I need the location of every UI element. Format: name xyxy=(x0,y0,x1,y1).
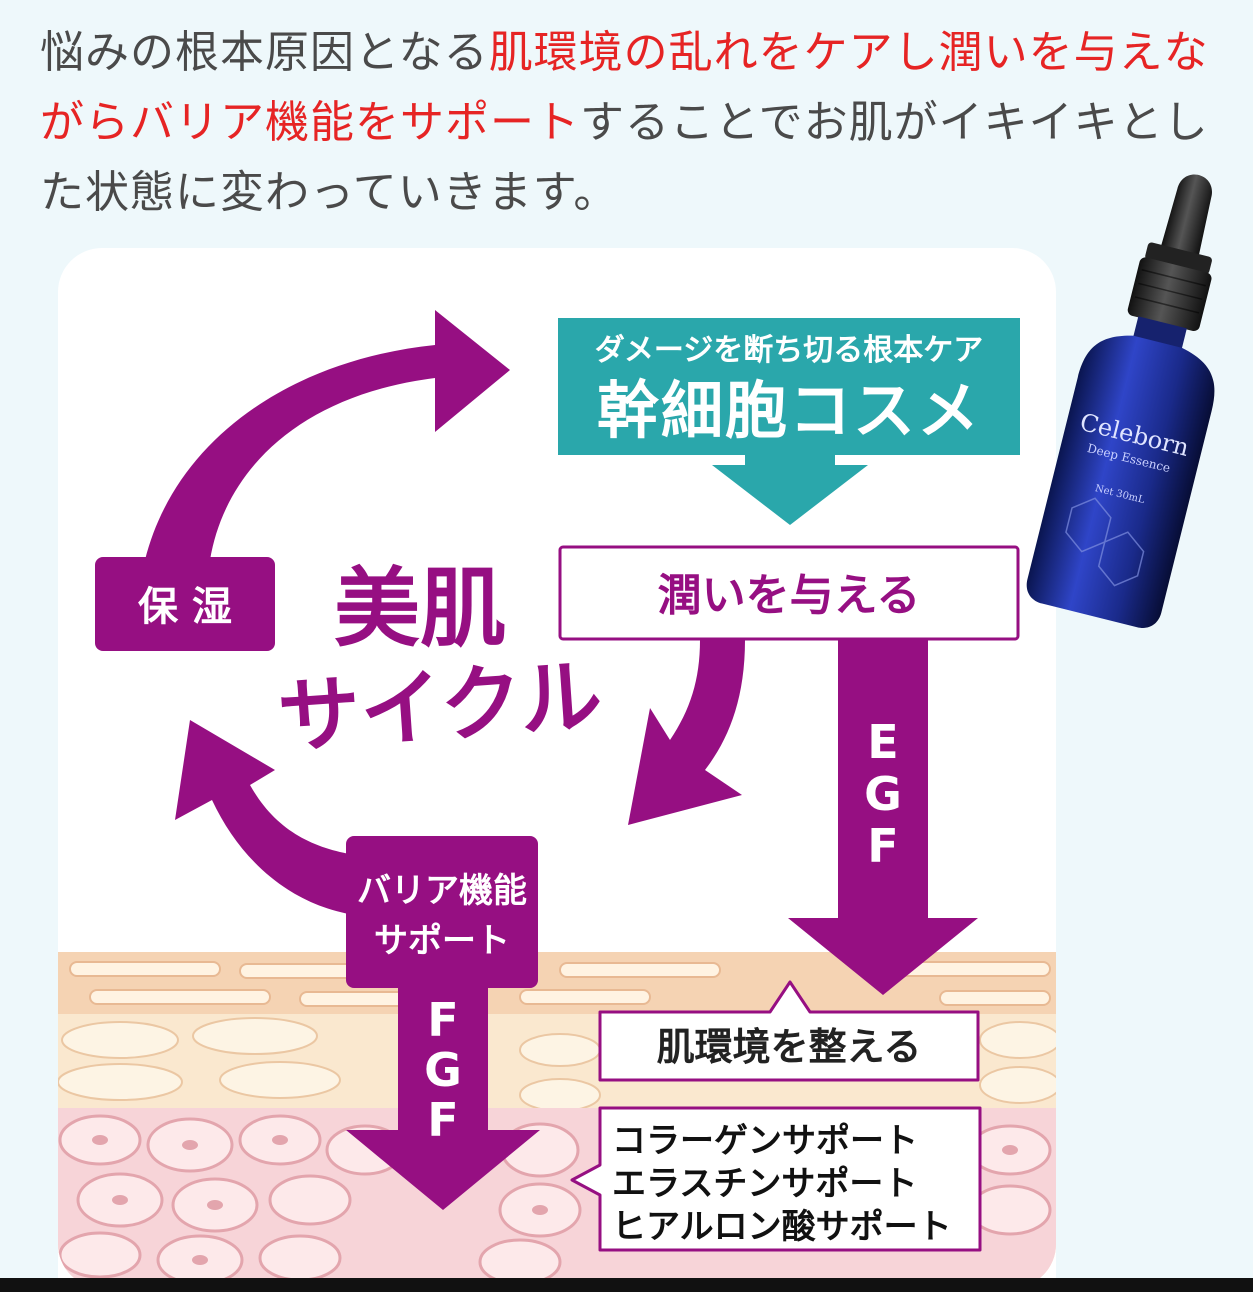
fgf-letter: G xyxy=(424,1043,462,1097)
intro-segment-1: 悩みの根本原因となる xyxy=(40,27,489,78)
egf-label: E G F xyxy=(864,715,902,873)
support-line: エラスチンサポート xyxy=(612,1164,917,1204)
skin-environment-callout: 肌環境を整える xyxy=(598,980,980,1082)
cycle-title-cycle: サイクル xyxy=(275,649,605,766)
support-line: コラーゲンサポート xyxy=(612,1121,918,1161)
fgf-letter: F xyxy=(427,993,458,1047)
bottom-bar xyxy=(0,1278,1253,1292)
arrow-up-left xyxy=(175,720,355,915)
moisturize-box: 潤いを与える xyxy=(558,545,1020,641)
cycle-arrows xyxy=(145,310,978,1210)
moisture-label-box: 保 湿 xyxy=(95,557,275,651)
arrow-up-right xyxy=(145,310,510,560)
egf-arrow xyxy=(788,640,978,995)
moisturize-label: 潤いを与える xyxy=(658,570,921,621)
egf-letter: E xyxy=(867,715,898,769)
stem-cell-cosmetics-header: ダメージを断ち切る根本ケア 幹細胞コスメ xyxy=(558,318,1020,525)
moisture-label: 保 湿 xyxy=(138,584,232,630)
fgf-label: F G F xyxy=(424,993,462,1147)
barrier-line-2: サポート xyxy=(374,921,510,961)
egf-letter: F xyxy=(867,819,898,873)
header-title: 幹細胞コスメ xyxy=(597,374,981,447)
support-line: ヒアルロン酸サポート xyxy=(612,1207,952,1247)
fgf-letter: F xyxy=(427,1093,458,1147)
intro-highlight: 肌環境の乱れをケアし潤いを与えながらバリア機能をサポート xyxy=(40,27,1209,148)
arrow-down-left xyxy=(628,640,745,825)
barrier-support-box: バリア機能 サポート xyxy=(346,836,538,988)
intro-segment-3: することでお肌がイキイキとした状態に変わっていきます。 xyxy=(40,97,1209,218)
intro-text: 悩みの根本原因となる肌環境の乱れをケアし潤いを与えながらバリア機能をサポートする… xyxy=(40,18,1240,228)
serum-bottle-image: Celeborn Deep Essence Net 30mL xyxy=(1026,174,1215,628)
header-subtitle: ダメージを断ち切る根本ケア xyxy=(595,333,984,368)
fgf-arrow xyxy=(346,985,540,1210)
barrier-line-1: バリア機能 xyxy=(357,871,527,911)
egf-letter: G xyxy=(864,767,902,821)
cycle-title-beauty-skin: 美肌 xyxy=(334,559,506,659)
skin-environment-label: 肌環境を整える xyxy=(657,1025,922,1069)
support-callout: コラーゲンサポート エラスチンサポート ヒアルロン酸サポート xyxy=(570,1106,982,1252)
